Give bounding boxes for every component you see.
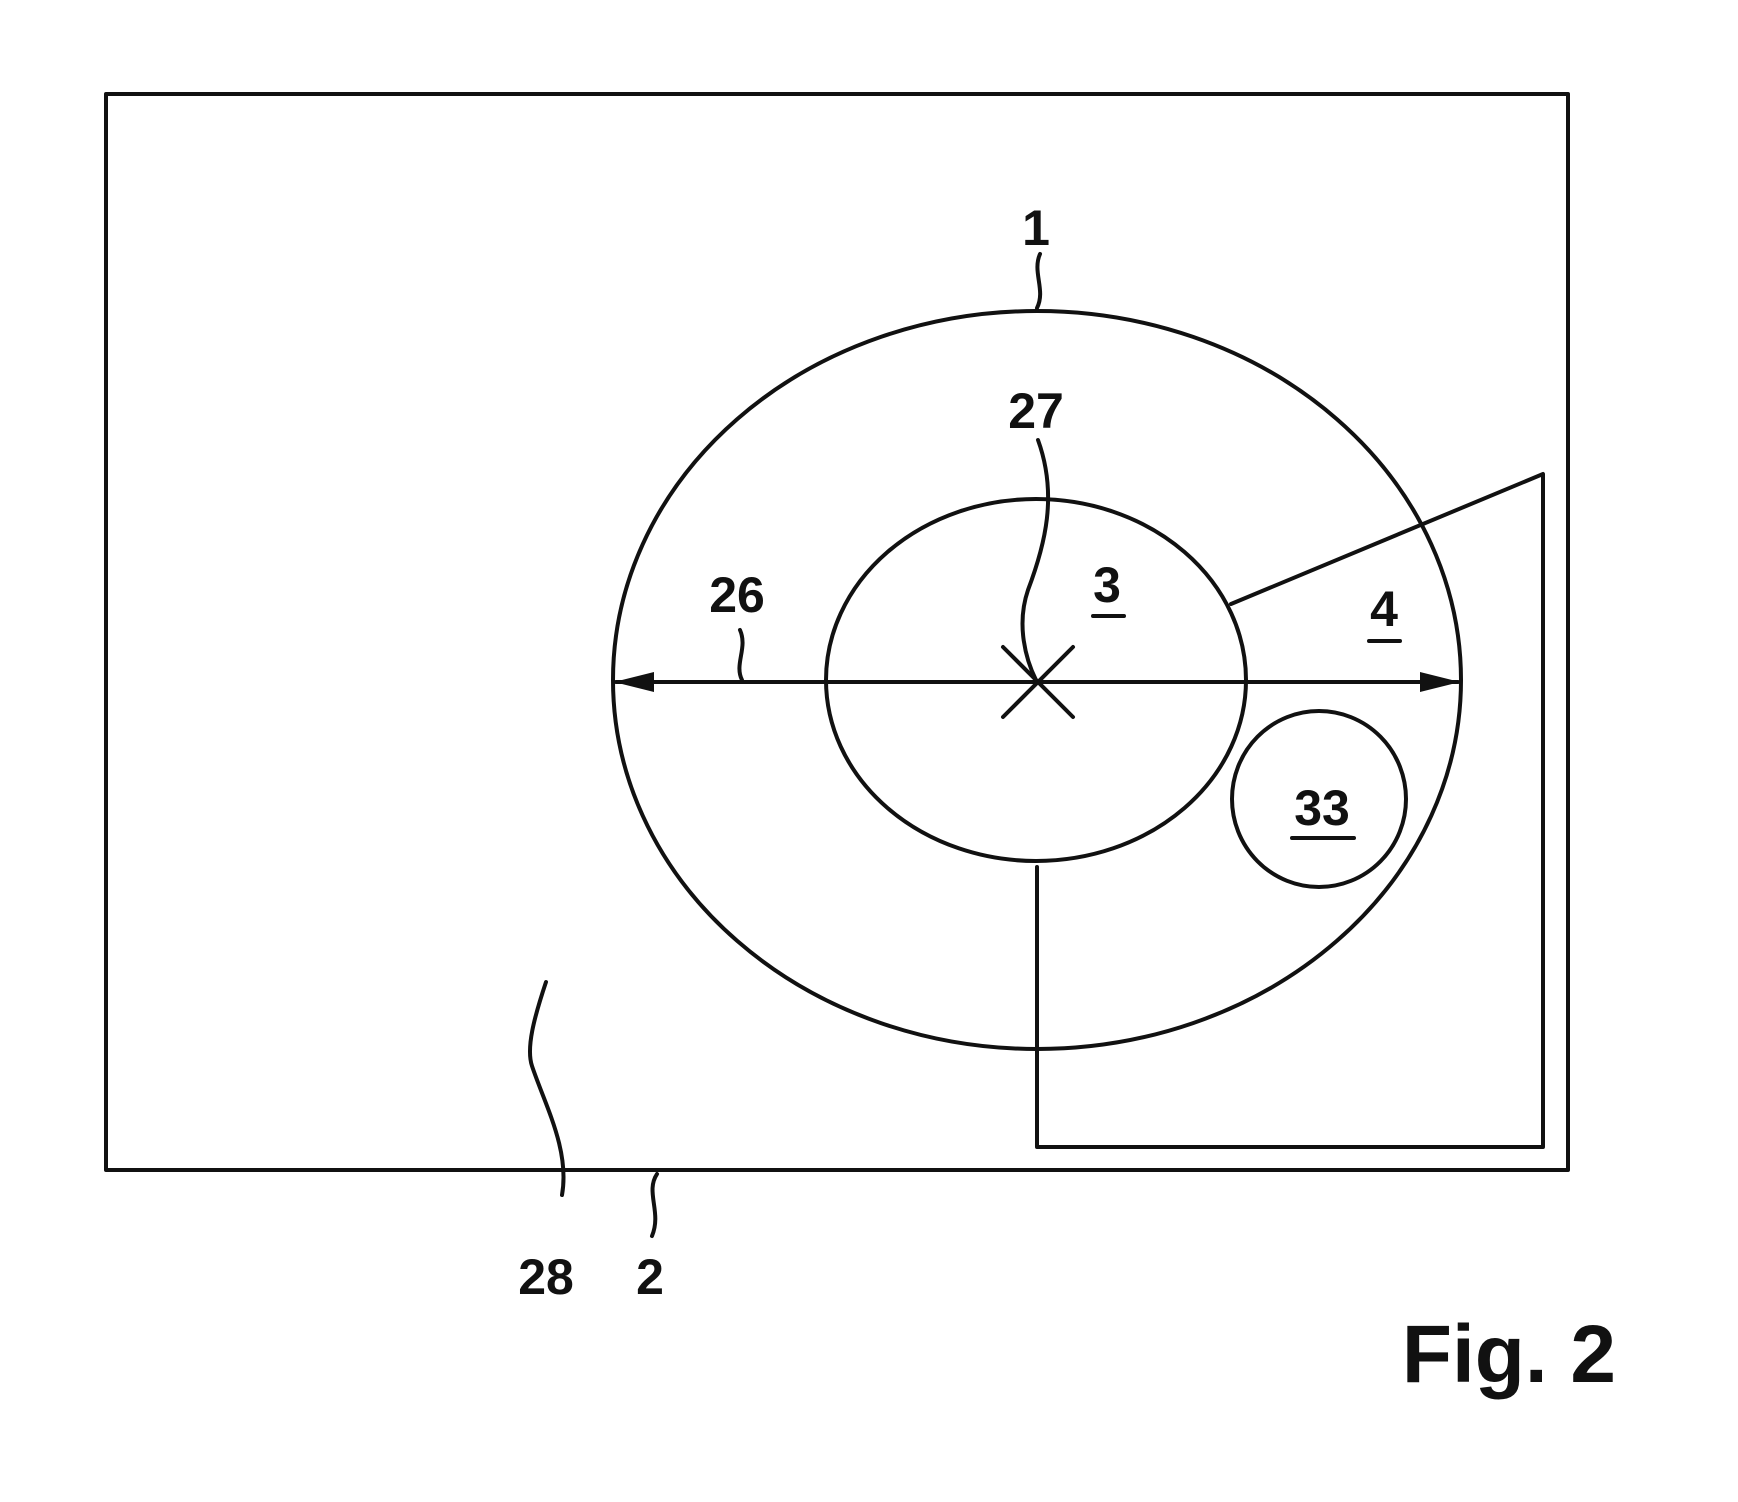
label-33: 33 xyxy=(1294,780,1350,836)
center-cross-b xyxy=(1001,645,1075,719)
label-26: 26 xyxy=(709,567,765,623)
label-3: 3 xyxy=(1093,557,1121,613)
leader-27 xyxy=(1020,438,1051,682)
outer-frame xyxy=(104,92,1570,1172)
leader-26 xyxy=(737,628,745,682)
bracket-line xyxy=(1035,472,1545,1149)
figure-caption: Fig. 2 xyxy=(1402,1309,1616,1400)
label-4: 4 xyxy=(1370,581,1398,637)
label-1: 1 xyxy=(1022,200,1050,256)
small-circle xyxy=(1230,709,1408,889)
leader-28 xyxy=(528,980,566,1197)
label-28: 28 xyxy=(518,1249,574,1305)
leader-2 xyxy=(650,1172,659,1238)
label-27: 27 xyxy=(1008,383,1064,439)
leader-1 xyxy=(1035,252,1043,310)
label-2: 2 xyxy=(636,1249,664,1305)
